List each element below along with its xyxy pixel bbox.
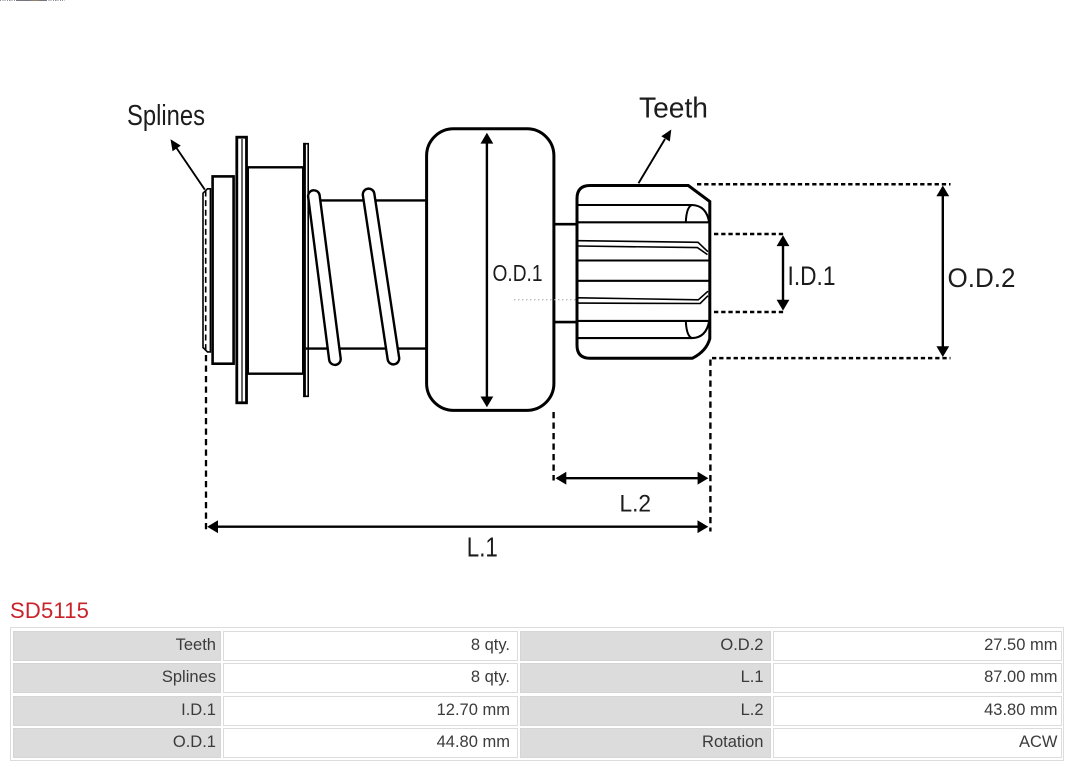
svg-text:Teeth: Teeth (639, 93, 708, 125)
svg-text:Splines: Splines (127, 100, 205, 132)
svg-text:L.2: L.2 (620, 491, 652, 518)
svg-text:I.D.1: I.D.1 (788, 261, 836, 291)
svg-text:L.1: L.1 (467, 532, 498, 563)
svg-text:O.D.1: O.D.1 (493, 260, 543, 286)
svg-text:O.D.2: O.D.2 (948, 263, 1016, 293)
